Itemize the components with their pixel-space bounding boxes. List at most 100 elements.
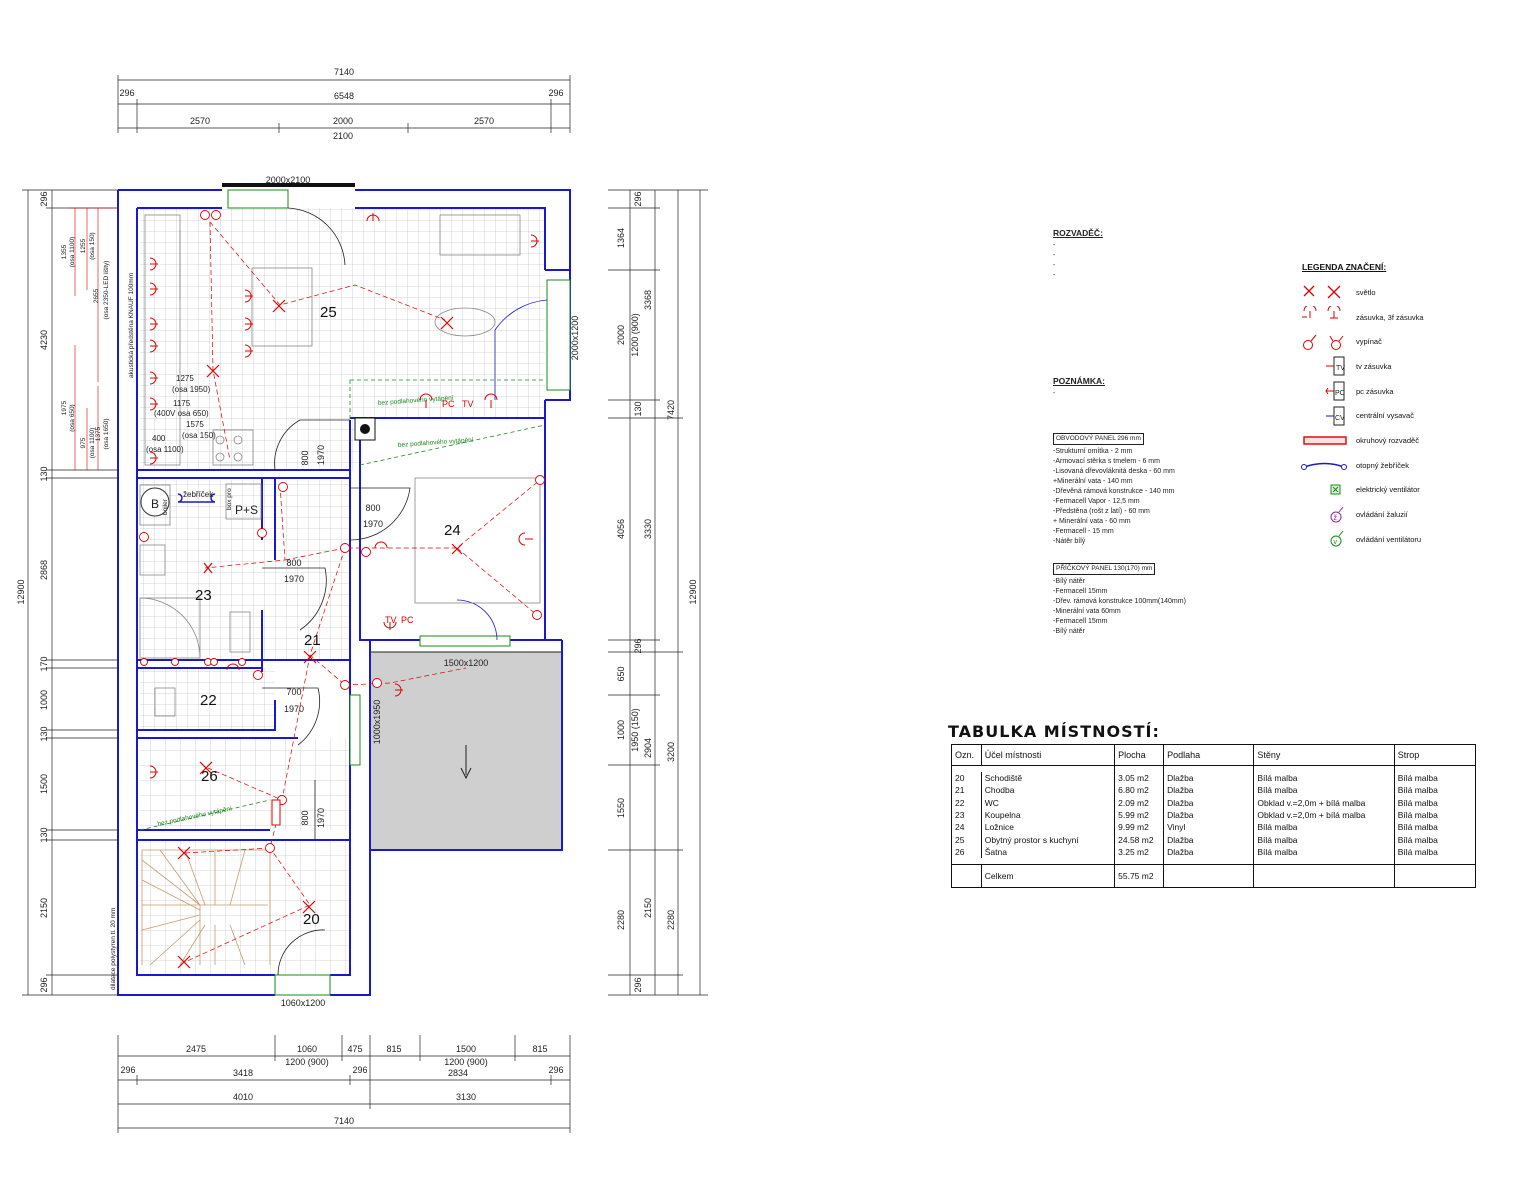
dim-left-inner-b: (osa 1100) (69, 237, 76, 268)
dim-right-r: 2150 (643, 898, 653, 918)
table-cell: Bílá malba (1393, 772, 1477, 785)
dim-right-q: 2280 (616, 910, 626, 930)
door-5-height: 1970 (316, 808, 326, 828)
legend-label: pc zásuvka (1356, 386, 1394, 396)
boiler-label: B (151, 497, 159, 511)
table-cell: Dlažba (1163, 808, 1255, 822)
legend-label: ovládání žaluzií (1356, 510, 1408, 520)
dim-bottom-w4: 2834 (448, 1068, 468, 1078)
prickovy-line: -Bílý nátěr (1053, 578, 1085, 585)
table-cell: Obklad v.=2,0m + bílá malba (1253, 796, 1395, 809)
legend-item: zásuvka, 3f zásuvka (1290, 305, 1490, 330)
kitchen-dim-1b: (osa 1950) (172, 385, 211, 394)
dim-right-b: 1364 (616, 228, 626, 248)
dim-right-a: 296 (633, 191, 643, 206)
boiler (140, 487, 170, 517)
dim-right-m: 1950 (150) (630, 708, 640, 752)
table-cell: Obklad v.=2,0m + bílá malba (1253, 808, 1395, 822)
door-dims: 800 1970 800 1970 800 1970 700 1970 800 … (284, 445, 383, 828)
dim-left-k: 296 (39, 977, 49, 992)
legend-label: centrální vysavač (1356, 411, 1414, 421)
left-inner-dimensions (68, 207, 118, 470)
prickovy-line: -Dřev. rámová konstrukce 100mm(140mm) (1053, 598, 1186, 605)
dim-left-inner-f: (osa 2350-LED lišty) (103, 261, 110, 320)
header-cell: Ozn. (951, 744, 982, 766)
table-cell: Chodba (980, 784, 1116, 797)
room-number-24: 24 (444, 522, 461, 539)
dim-right-l: 1000 (616, 720, 626, 740)
dim-bottom-f: 815 (532, 1044, 547, 1054)
table-cell: Ložnice (980, 821, 1116, 834)
table-cell: Vinyl (1163, 821, 1255, 834)
dim-right-total: 12900 (688, 579, 698, 604)
stair (141, 849, 271, 966)
table-cell: Bílá malba (1253, 821, 1395, 834)
poznamka-title: POZNÁMKA: (1053, 376, 1105, 386)
dim-left-b: 4230 (39, 330, 49, 350)
kitchen-dim-3b: (osa 150) (182, 431, 216, 440)
table-cell: Bílá malba (1393, 845, 1477, 859)
table-cell: 21 (951, 784, 982, 797)
dim-bottom-c: 475 (347, 1044, 362, 1054)
table-cell: 24.58 m2 (1114, 833, 1165, 846)
table-cell: Bílá malba (1253, 784, 1395, 797)
room-table: Ozn. Účel místnosti Plocha Podlaha Stěny… (950, 744, 1477, 889)
tv-pc-label-pc2: PC (401, 615, 414, 625)
header-cell: Podlaha (1163, 744, 1255, 766)
light-fixtures (177, 299, 463, 969)
dim-left-inner-g: 1975 (61, 400, 68, 415)
dim-left-inner-c: 1255 (80, 238, 87, 253)
cv-symbol-text: CV (1335, 415, 1345, 422)
room-number-26: 26 (201, 768, 218, 785)
left-dims-text: 296 4230 130 2868 170 1000 130 1500 130 … (16, 191, 110, 992)
poznamka-block: POZNÁMKA: - (1053, 376, 1233, 399)
pc-socket-icon: PC (1325, 381, 1345, 401)
table-cell: Bílá malba (1253, 833, 1395, 846)
rozvadec-line: - (1053, 242, 1056, 249)
door-4-height: 1970 (284, 704, 304, 714)
opening-terrace-window: 1500x1200 (444, 658, 489, 668)
room-number-25: 25 (320, 304, 337, 321)
openings (227, 189, 571, 996)
dim-top-wall-left: 296 (119, 88, 134, 98)
header-cell: Plocha (1114, 744, 1165, 766)
table-cell: Bílá malba (1393, 833, 1477, 846)
table-cell: 25 (951, 833, 982, 846)
tv-symbol-text: TV (1336, 365, 1345, 372)
dim-left-g: 130 (39, 726, 49, 741)
legend-item: otopný žebříček (1290, 453, 1490, 478)
heating-ladder (177, 493, 216, 503)
rozvadec-line: - (1053, 252, 1056, 259)
dim-bottom-d: 815 (386, 1044, 401, 1054)
opening-bottom-door: 1060x1200 (281, 998, 326, 1008)
table-cell: Bílá malba (1393, 821, 1477, 834)
prickovy-title: PŘÍČKOVÝ PANEL 130(170) mm (1053, 563, 1156, 575)
header-cell: Strop (1393, 744, 1477, 766)
door-2-width: 800 (365, 503, 380, 513)
obvodovy-panel-block: OBVODOVÝ PANEL 296 mm -Strukturní omítka… (1053, 433, 1253, 547)
dim-top-total: 7140 (334, 67, 354, 77)
legend-item: světlo (1290, 280, 1490, 305)
opening-right-window: 2000x1200 (570, 316, 580, 361)
legend-item: okruhový rozvaděč (1290, 428, 1490, 453)
legend-label: otopný žebříček (1356, 460, 1409, 470)
dim-bottom-w2: 3418 (233, 1068, 253, 1078)
obvodovy-line: +Minerální vata - 140 mm (1053, 478, 1133, 485)
table-total-row: Celkem 55.75 m2 (951, 864, 1477, 889)
obvodovy-line: -Lisovaná dřevovláknitá deska - 60 mm (1053, 468, 1175, 475)
dim-left-f: 1000 (39, 690, 49, 710)
dim-right-o: 3200 (666, 742, 676, 762)
legend-label: ovládání ventilátoru (1356, 534, 1422, 544)
kitchen-dim-4: 400 (152, 434, 166, 443)
legend-item: CV centrální vysavač (1290, 403, 1490, 428)
opening-terrace-door: 1000x1950 (372, 700, 382, 745)
top-dimensions (117, 75, 571, 133)
prickovy-line: -Minerální vata 60mm (1053, 608, 1121, 615)
obvodovy-title: OBVODOVÝ PANEL 296 mm (1053, 433, 1144, 445)
dim-top-inner: 6548 (334, 91, 354, 101)
table-cell: Dlažba (1163, 772, 1255, 785)
door-3-width: 800 (286, 558, 301, 568)
